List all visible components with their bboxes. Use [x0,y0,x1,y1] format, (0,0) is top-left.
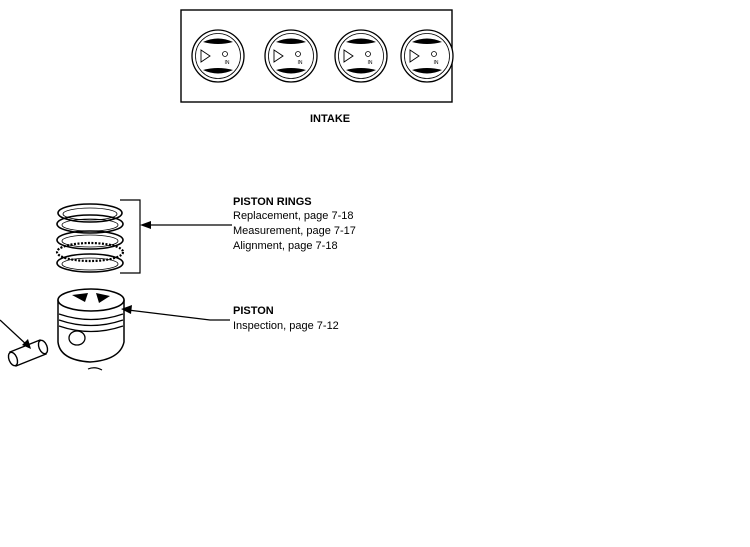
piston-rings-illustration [55,203,125,273]
piston-rings-line-3: Alignment, page 7-18 [233,240,338,252]
piston-mark-1: IN [225,60,230,66]
intake-label: INTAKE [310,113,351,125]
rings-bracket [120,199,141,274]
piston-mark-3: IN [368,60,373,66]
piston-pin-illustration [7,339,49,367]
piston-rings-line-2: Measurement, page 7-17 [233,225,356,237]
piston-top-2: IN [264,29,318,83]
piston-top-1: IN [191,29,245,83]
pin-arrowhead [22,339,31,349]
piston-title: PISTON [233,305,274,317]
rings-arrowhead [140,221,151,229]
piston-leader-line [127,309,230,321]
piston-line-1: Inspection, page 7-12 [233,320,339,332]
piston-rings-title: PISTON RINGS [233,196,312,208]
piston-arrowhead [121,305,132,314]
pin-leader-line [0,319,29,347]
piston-mark-4: IN [434,60,439,66]
piston-rings-line-1: Replacement, page 7-18 [233,210,354,222]
piston-top-4: IN [400,29,454,83]
piston-mark-2: IN [298,60,303,66]
piston-illustration [57,288,125,371]
piston-top-3: IN [334,29,388,83]
